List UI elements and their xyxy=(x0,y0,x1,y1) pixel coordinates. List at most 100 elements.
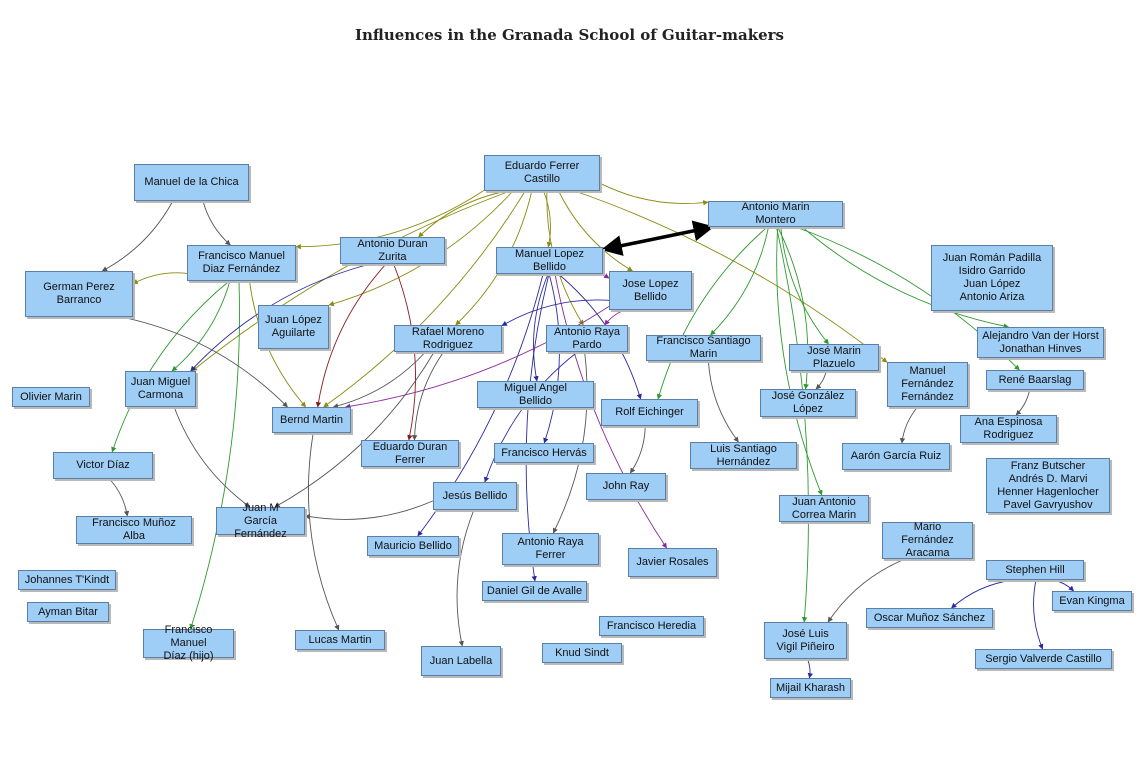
edge-barranco-to-bmartin xyxy=(121,316,288,408)
edge-diaz-to-carmona xyxy=(171,280,231,372)
edge-marin_m-to-bellido_m xyxy=(600,220,715,256)
edge-zurita-to-eduran xyxy=(393,263,416,441)
node-stephen-hill[interactable]: Stephen Hill xyxy=(986,560,1084,580)
node-victor-diaz[interactable]: Victor Díaz xyxy=(53,452,153,479)
node-mijail-kharash[interactable]: Mijail Kharash xyxy=(770,678,851,698)
edge-diaz-to-fmdiazhijo xyxy=(189,280,240,630)
edge-vdiaz-to-fmunoz xyxy=(109,478,130,517)
node-francisco-manuel-diaz-hijo[interactable]: Francisco Manuel Díaz (hijo) xyxy=(143,624,234,662)
node-antonio-duran-zurita[interactable]: Antonio Duran Zurita xyxy=(340,237,445,264)
edge-zurita-to-bmartin xyxy=(315,263,387,408)
node-franz-butscher-group[interactable]: Franz Butscher Andrés D. Marvi Henner Ha… xyxy=(986,458,1110,513)
edge-shill-to-omunoz xyxy=(951,579,1014,609)
edge-marin_m-to-fsmarin xyxy=(710,226,769,336)
node-jose-marin-plazuelo[interactable]: José Marin Plazuelo xyxy=(789,344,879,371)
node-juan-miguel-carmona[interactable]: Juan Miguel Carmona xyxy=(125,371,196,407)
node-mauricio-bellido[interactable]: Mauricio Bellido xyxy=(367,536,459,556)
node-juan-roman-padilla-group[interactable]: Juan Román Padilla Isidro Garrido Juan L… xyxy=(931,245,1053,311)
edge-bellido_j-to-raya_p xyxy=(604,309,625,326)
node-francisco-santiago-marin[interactable]: Francisco Santiago Marin xyxy=(646,335,761,361)
edge-marin_m-to-eichinger xyxy=(656,226,768,400)
edge-chica-to-barranco xyxy=(101,200,174,272)
edge-marin_m-to-plazuelo xyxy=(780,226,829,345)
edge-plazuelo-to-jglopez xyxy=(815,370,827,390)
node-juan-labella[interactable]: Juan Labella xyxy=(421,646,501,676)
node-ana-espinosa-rodriguez[interactable]: Ana Espinosa Rodriguez xyxy=(960,415,1057,443)
node-jesus-bellido[interactable]: Jesús Bellido xyxy=(433,482,517,510)
node-juan-lopez-aguilarte[interactable]: Juan López Aguilarte xyxy=(258,305,329,349)
node-aaron-garcia-ruiz[interactable]: Aarón García Ruiz xyxy=(842,443,950,470)
edge-shill-to-valverde xyxy=(1033,579,1044,650)
node-bernd-martin[interactable]: Bernd Martin xyxy=(272,407,351,433)
edge-ferrer-to-mfernandez xyxy=(574,190,888,363)
node-mario-fernandez-aracama[interactable]: Mario Fernández Aracama xyxy=(882,521,973,559)
edge-moreno-to-eduran xyxy=(411,351,444,441)
edge-diaz-to-barranco xyxy=(132,272,188,285)
edge-jbellido-to-jmgarcia xyxy=(304,500,434,520)
node-eduardo-ferrer-castillo[interactable]: Eduardo Ferrer Castillo xyxy=(484,155,600,191)
edge-ferrer-to-zurita xyxy=(418,190,508,238)
node-daniel-gil-de-avalle[interactable]: Daniel Gil de Avalle xyxy=(482,581,587,601)
edge-fsmarin-to-lshernandez xyxy=(707,360,739,443)
edge-ferrer-to-bellido_j xyxy=(558,190,633,272)
node-oscar-munoz-sanchez[interactable]: Oscar Muñoz Sánchez xyxy=(866,608,993,628)
node-olivier-marin[interactable]: Olivier Marin xyxy=(12,387,90,407)
edge-carmona-to-jmgarcia xyxy=(173,406,251,508)
node-francisco-heredia[interactable]: Francisco Heredia xyxy=(599,616,704,636)
node-antonio-raya-pardo[interactable]: Antonio Raya Pardo xyxy=(546,325,628,352)
edge-ferrer-to-bmartin xyxy=(323,190,526,408)
node-antonio-marin-montero[interactable]: Antonio Marin Montero xyxy=(708,201,843,227)
node-sergio-valverde-castillo[interactable]: Sergio Valverde Castillo xyxy=(975,649,1112,669)
node-manuel-lopez-bellido[interactable]: Manuel Lopez Bellido xyxy=(496,247,603,274)
node-rene-baarslag[interactable]: René Baarslag xyxy=(986,370,1084,390)
node-knud-sindt[interactable]: Knud Sindt xyxy=(542,643,622,663)
node-manuel-de-la-chica[interactable]: Manuel de la Chica xyxy=(134,164,249,201)
node-alejandro-van-der-horst-group[interactable]: Alejandro Van der Horst Jonathan Hinves xyxy=(977,327,1104,358)
edge-bellido_m-to-rosales xyxy=(554,273,667,549)
edge-zurita-to-carmona xyxy=(190,263,371,372)
node-francisco-hervas[interactable]: Francisco Hervás xyxy=(494,443,594,463)
edge-bellido_m-to-mabellido xyxy=(533,273,549,382)
edge-jbellido-to-labella xyxy=(456,509,475,647)
node-jose-luis-vigil-pineiro[interactable]: José Luis Vigil Piñeiro xyxy=(764,622,847,659)
node-luis-santiago-hernandez[interactable]: Luis Santiago Hernández xyxy=(690,442,797,469)
edge-mfernandez-to-garciaruiz xyxy=(899,406,918,444)
node-manuel-fernandez-fernandez[interactable]: Manuel Fernández Fernández xyxy=(887,362,968,407)
node-francisco-manuel-diaz-fernandez[interactable]: Francisco Manuel Diaz Fernández xyxy=(187,245,296,281)
edge-shill-to-kingma xyxy=(1053,579,1074,592)
node-rolf-eichinger[interactable]: Rolf Eichinger xyxy=(601,399,698,426)
edge-ferrer-to-bellido_m xyxy=(543,190,552,248)
node-miguel-angel-bellido[interactable]: Miguel Angel Bellido xyxy=(477,381,594,408)
node-javier-rosales[interactable]: Javier Rosales xyxy=(628,548,717,577)
edge-bmartin-to-lmartin xyxy=(307,432,340,631)
node-francisco-munoz-alba[interactable]: Francisco Muñoz Alba xyxy=(76,516,192,544)
edge-moreno-to-bmartin xyxy=(332,351,426,409)
edge-ferrer-to-carmona xyxy=(191,190,511,372)
node-evan-kingma[interactable]: Evan Kingma xyxy=(1052,591,1132,611)
edge-marin_m-to-vigil xyxy=(775,226,809,623)
node-juan-m-garcia-fernandez[interactable]: Juan M García Fernández xyxy=(216,502,305,540)
node-john-ray[interactable]: John Ray xyxy=(586,473,666,500)
edge-marin_m-to-correa xyxy=(776,226,823,496)
diagram-title: Influences in the Granada School of Guit… xyxy=(355,26,784,44)
node-johannes-tkindt[interactable]: Johannes T'Kindt xyxy=(18,570,116,590)
node-eduardo-duran-ferrer[interactable]: Eduardo Duran Ferrer xyxy=(361,440,459,467)
node-jose-lopez-bellido[interactable]: Jose Lopez Bellido xyxy=(609,271,692,310)
node-jose-gonzalez-lopez[interactable]: José González López xyxy=(760,389,856,417)
edge-bellido_j-to-moreno xyxy=(501,299,610,327)
edge-raya_p-to-jbellido xyxy=(483,351,578,483)
edge-chica-to-diaz xyxy=(202,200,231,246)
node-ayman-bitar[interactable]: Ayman Bitar xyxy=(27,602,109,622)
edge-vigil-to-kharash xyxy=(807,658,814,679)
edge-bellido_m-to-hervas xyxy=(543,273,560,444)
edge-ferrer-to-diaz xyxy=(295,189,485,250)
node-rafael-moreno-rodriguez[interactable]: Rafael Moreno Rodriguez xyxy=(394,325,502,352)
node-juan-antonio-correa-marin[interactable]: Juan Antonio Correa Marin xyxy=(779,495,869,522)
node-lucas-martin[interactable]: Lucas Martin xyxy=(295,630,385,650)
edge-eichinger-to-jray xyxy=(629,425,646,474)
edge-bellido_m-to-bellido_j xyxy=(594,273,610,279)
node-antonio-raya-ferrer[interactable]: Antonio Raya Ferrer xyxy=(502,533,599,565)
edge-baarslag-to-espinosa xyxy=(1015,389,1031,416)
node-german-perez-barranco[interactable]: German Perez Barranco xyxy=(25,271,133,317)
